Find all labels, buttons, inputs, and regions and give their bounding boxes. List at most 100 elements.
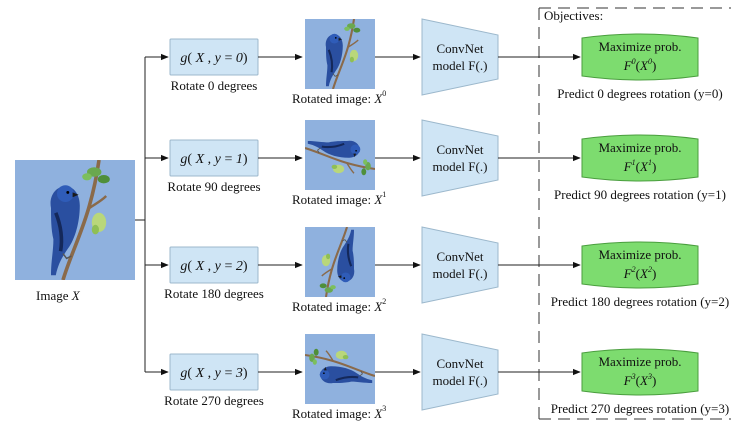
g-arg-y: y = 3 xyxy=(213,366,243,381)
rotated-image-3 xyxy=(305,334,375,404)
formula-X: X xyxy=(639,58,649,73)
bird-on-branch-photo xyxy=(305,339,375,399)
photo-content xyxy=(305,120,375,190)
comma: , xyxy=(204,259,215,274)
rotation-function-label-2: g( X , y = 2) xyxy=(180,259,248,274)
g-symbol: g xyxy=(180,259,187,274)
source-image-label: Image X xyxy=(36,288,81,303)
paren-close: ) xyxy=(243,366,248,381)
g-symbol: g xyxy=(180,51,187,66)
convnet-model-0 xyxy=(421,18,499,96)
rotated-image-0 xyxy=(305,19,375,89)
objective-box-2 xyxy=(581,241,699,289)
formula-paren-open: ( xyxy=(636,58,640,73)
rotated-label-text: Rotated image: xyxy=(292,91,374,106)
convnet-label-line2-3: model F(.) xyxy=(433,373,488,388)
rotated-label-text: Rotated image: xyxy=(292,299,374,314)
formula-paren-close: ) xyxy=(652,266,656,281)
formula-F-sup: 0 xyxy=(632,57,636,66)
photo-content xyxy=(305,19,375,89)
rotate-label-1: Rotate 90 degrees xyxy=(167,179,260,194)
objective-label-3: Maximize prob. xyxy=(598,354,681,369)
bird-on-branch-photo xyxy=(310,19,370,89)
rotated-label-sup: 1 xyxy=(382,190,386,199)
paren-close: ) xyxy=(243,51,248,66)
photo-content xyxy=(305,334,375,404)
convnet-model-1 xyxy=(421,119,499,197)
rotated-image-label-3: Rotated image: X3 xyxy=(292,404,386,421)
rotation-function-label-1: g( X , y = 1) xyxy=(180,152,248,167)
rotated-label-var: X xyxy=(373,91,383,106)
objective-box-1 xyxy=(581,134,699,182)
formula-paren-close: ) xyxy=(652,373,656,388)
comma: , xyxy=(204,366,215,381)
objective-formula-2: F2(X2) xyxy=(623,265,657,281)
rotated-label-sup: 3 xyxy=(382,404,386,413)
convnet-label-line1-2: ConvNet xyxy=(437,249,484,264)
paren-close: ) xyxy=(243,259,248,274)
paren-open: ( xyxy=(187,152,195,167)
formula-F: F xyxy=(623,373,633,388)
convnet-label-line1-3: ConvNet xyxy=(437,356,484,371)
comma: , xyxy=(204,152,215,167)
convnet-model-3 xyxy=(421,333,499,411)
convnet-label-line2-0: model F(.) xyxy=(433,58,488,73)
rotation-function-label-0: g( X , y = 0) xyxy=(180,51,248,66)
g-arg-y: y = 0 xyxy=(213,51,243,66)
paren-open: ( xyxy=(187,51,195,66)
g-symbol: g xyxy=(180,366,187,381)
predict-label-2: Predict 180 degrees rotation (y=2) xyxy=(551,294,729,309)
formula-paren-open: ( xyxy=(636,266,640,281)
rotation-function-label-3: g( X , y = 3) xyxy=(180,366,248,381)
g-arg-y: y = 1 xyxy=(213,152,243,167)
formula-F-sup: 3 xyxy=(631,372,636,381)
formula-paren-open: ( xyxy=(636,159,640,174)
objective-box-0 xyxy=(581,33,699,81)
g-arg-x: X xyxy=(195,259,205,274)
objective-label-2: Maximize prob. xyxy=(598,247,681,262)
convnet-label-line2-2: model F(.) xyxy=(433,266,488,281)
formula-X-sup: 2 xyxy=(648,265,652,274)
rotated-label-text: Rotated image: xyxy=(292,406,374,421)
bird-on-branch-photo xyxy=(310,227,370,297)
rotated-image-label-1: Rotated image: X1 xyxy=(292,190,386,207)
predict-label-3: Predict 270 degrees rotation (y=3) xyxy=(551,401,729,416)
bird-on-branch-photo xyxy=(305,125,375,185)
objective-formula-1: F1(X1) xyxy=(623,158,657,174)
convnet-model-2 xyxy=(421,226,499,304)
formula-F: F xyxy=(623,266,633,281)
rotated-label-text: Rotated image: xyxy=(292,192,374,207)
g-arg-y: y = 2 xyxy=(213,259,243,274)
formula-X-sup: 0 xyxy=(648,57,652,66)
rotated-image-label-2: Rotated image: X2 xyxy=(292,297,386,314)
convnet-label-line2-1: model F(.) xyxy=(433,159,488,174)
source-label-prefix: Image xyxy=(36,288,72,303)
formula-X: X xyxy=(639,373,649,388)
formula-X-sup: 3 xyxy=(647,372,652,381)
rotated-label-var: X xyxy=(373,299,383,314)
formula-F-sup: 1 xyxy=(632,158,636,167)
formula-X: X xyxy=(639,159,649,174)
objective-box-3 xyxy=(581,348,699,396)
g-arg-x: X xyxy=(195,51,205,66)
source-image xyxy=(15,160,135,280)
bird-on-branch-photo xyxy=(27,160,123,280)
convnet-label-line1-0: ConvNet xyxy=(437,41,484,56)
formula-X-sup: 1 xyxy=(648,158,652,167)
objective-label-1: Maximize prob. xyxy=(598,140,681,155)
rotated-image-2 xyxy=(305,227,375,297)
objective-formula-3: F3(X3) xyxy=(623,372,657,388)
formula-X: X xyxy=(639,266,649,281)
photo-content xyxy=(305,227,375,297)
objective-label-0: Maximize prob. xyxy=(598,39,681,54)
formula-paren-open: ( xyxy=(636,373,640,388)
convnet-label-line1-1: ConvNet xyxy=(437,142,484,157)
paren-open: ( xyxy=(187,366,195,381)
rotated-label-var: X xyxy=(373,406,383,421)
objective-formula-0: F0(X0) xyxy=(623,57,657,73)
paren-open: ( xyxy=(187,259,195,274)
predict-label-1: Predict 90 degrees rotation (y=1) xyxy=(554,187,726,202)
formula-paren-close: ) xyxy=(652,159,656,174)
paren-close: ) xyxy=(243,152,248,167)
